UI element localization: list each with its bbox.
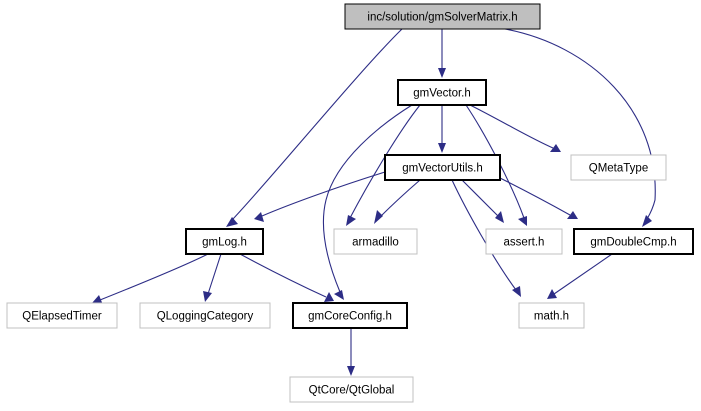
edge-gmVector-to-gmCoreConfig [322, 104, 413, 300]
node-label: assert.h [504, 237, 545, 249]
arrowhead-icon [226, 217, 238, 227]
node-label: armadillo [352, 237, 399, 249]
graph-node-gmCoreConfig[interactable]: gmCoreConfig.h [292, 302, 408, 329]
node-label: QMetaType [589, 163, 648, 175]
arrowhead-icon [495, 211, 504, 223]
node-box[interactable] [6, 302, 118, 329]
graph-node-armadillo[interactable]: armadillo [333, 228, 418, 255]
arrowhead-icon [374, 210, 383, 224]
edge-gmVectorUtils-to-assert [461, 179, 504, 223]
edge-gmDoubleCmp-to-math [547, 253, 613, 299]
edge-gmLog-to-QLoggingCategory [203, 253, 222, 302]
edge-gmVectorUtils-to-gmLog [254, 171, 386, 222]
edge-gmLog-to-gmCoreConfig [239, 253, 334, 302]
node-box[interactable] [518, 302, 585, 329]
edge-gmVectorUtils-to-math [451, 179, 521, 297]
arrowhead-icon [324, 292, 334, 302]
graph-node-assert[interactable]: assert.h [485, 228, 563, 255]
arrowhead-icon [512, 286, 521, 297]
edge-line [553, 253, 613, 295]
edge-root-to-gmLog [226, 28, 403, 227]
arrowhead-icon [642, 215, 652, 227]
node-label: gmCoreConfig.h [308, 311, 392, 323]
graph-node-QMetaType[interactable]: QMetaType [570, 154, 667, 181]
graph-node-root[interactable]: inc/solution/gmSolverMatrix.h [344, 3, 541, 30]
graph-node-gmDoubleCmp[interactable]: gmDoubleCmp.h [573, 228, 694, 255]
node-box[interactable] [344, 3, 541, 30]
arrowhead-icon [347, 366, 355, 376]
arrowhead-icon [203, 291, 212, 302]
graph-node-QtCoreQtGlobal[interactable]: QtCore/QtGlobal [289, 376, 414, 403]
edge-root-to-gmVector [438, 29, 446, 78]
edge-gmLog-to-QElapsedTimer [92, 253, 209, 305]
graph-node-QElapsedTimer[interactable]: QElapsedTimer [6, 302, 118, 329]
node-box[interactable] [573, 228, 694, 255]
arrowhead-icon [547, 289, 557, 299]
node-box[interactable] [333, 228, 418, 255]
node-box[interactable] [485, 228, 563, 255]
graph-node-QLoggingCategory[interactable]: QLoggingCategory [139, 302, 271, 329]
edge-line [261, 171, 386, 217]
edge-line [239, 253, 327, 298]
graph-node-gmVector[interactable]: gmVector.h [397, 79, 487, 106]
edge-line [231, 28, 403, 221]
node-label: math.h [534, 311, 569, 323]
edge-gmCoreConfig-to-QtCoreQtGlobal [347, 328, 355, 376]
edge-line [504, 28, 656, 220]
arrowhead-icon [438, 143, 446, 153]
edge-line [379, 179, 421, 218]
arrowhead-icon [438, 68, 446, 78]
edge-line [451, 179, 517, 291]
edge-line [322, 104, 413, 293]
graph-node-gmLog[interactable]: gmLog.h [185, 228, 264, 255]
arrowhead-icon [334, 290, 344, 300]
edge-line [461, 179, 499, 217]
arrowhead-icon [550, 144, 561, 152]
node-label: gmVectorUtils.h [402, 163, 483, 175]
edge-gmVector-to-gmVectorUtils [438, 105, 446, 153]
edge-line [99, 253, 209, 301]
node-label: QLoggingCategory [157, 311, 254, 323]
graph-node-math[interactable]: math.h [518, 302, 585, 329]
edge-line [469, 104, 554, 149]
edge-line [207, 253, 222, 295]
node-label: QtCore/QtGlobal [309, 385, 395, 397]
edge-gmVectorUtils-to-armadillo [374, 179, 421, 224]
node-label: gmDoubleCmp.h [590, 237, 676, 249]
arrowhead-icon [567, 211, 578, 219]
edge-line [499, 177, 571, 216]
node-label: gmVector.h [413, 88, 471, 100]
node-box[interactable] [289, 376, 414, 403]
node-box[interactable] [292, 302, 408, 329]
node-box[interactable] [185, 228, 264, 255]
edge-root-to-gmDoubleCmp [504, 28, 656, 227]
edge-gmVectorUtils-to-gmDoubleCmp [499, 177, 578, 219]
node-box[interactable] [570, 154, 667, 181]
graph-node-gmVectorUtils[interactable]: gmVectorUtils.h [384, 154, 501, 181]
arrowhead-icon [518, 216, 527, 226]
node-label: inc/solution/gmSolverMatrix.h [367, 12, 517, 24]
arrowhead-icon [346, 215, 356, 226]
node-label: gmLog.h [202, 237, 247, 249]
node-label: QElapsedTimer [22, 311, 102, 323]
edge-gmVector-to-QMetaType [469, 104, 561, 152]
arrowhead-icon [254, 212, 264, 222]
node-box[interactable] [397, 79, 487, 106]
node-box[interactable] [139, 302, 271, 329]
node-layer: inc/solution/gmSolverMatrix.h gmVector.h g… [6, 3, 694, 403]
node-box[interactable] [384, 154, 501, 181]
